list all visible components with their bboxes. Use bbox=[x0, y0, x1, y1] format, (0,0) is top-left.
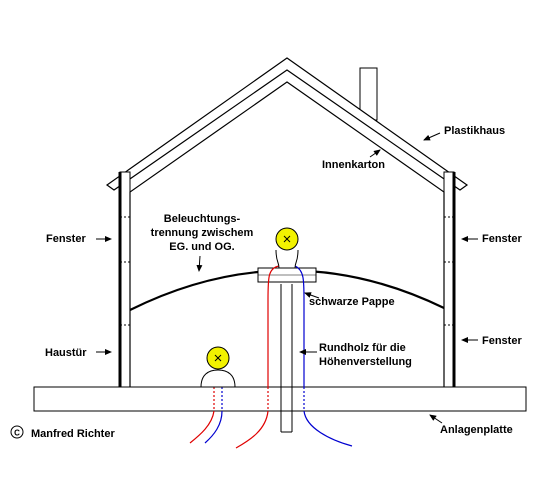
label-plastikhaus: Plastikhaus bbox=[444, 125, 505, 137]
label-schwarze-pappe: schwarze Pappe bbox=[309, 296, 395, 308]
arrow-icon bbox=[304, 292, 320, 299]
label-fenster-right-top: Fenster bbox=[482, 233, 522, 245]
window-markers bbox=[120, 216, 454, 326]
arrows bbox=[96, 132, 478, 424]
arrow-icon bbox=[423, 132, 441, 141]
label-fenster-left: Fenster bbox=[46, 233, 86, 245]
wooden-rod bbox=[280, 284, 293, 433]
lower-lamp-wires bbox=[189, 387, 223, 444]
label-anlagenplatte: Anlagenplatte bbox=[440, 424, 513, 436]
copyright: C Manfred Richter bbox=[10, 425, 115, 440]
upper-lamp-wires bbox=[235, 265, 353, 449]
label-beleuchtung-2: trennung zwischem bbox=[151, 227, 254, 239]
copyright-symbol: C bbox=[14, 429, 20, 438]
plastic-house-outline bbox=[105, 57, 469, 388]
base-plate bbox=[33, 386, 527, 412]
label-author: Manfred Richter bbox=[31, 428, 115, 440]
arrow-icon bbox=[429, 414, 443, 424]
label-haustuer: Haustür bbox=[45, 347, 87, 359]
label-rundholz-1: Rundholz für die bbox=[319, 342, 406, 354]
arrow-icon bbox=[369, 149, 381, 158]
copyright-icon bbox=[10, 425, 24, 439]
label-innenkarton: Innenkarton bbox=[322, 159, 385, 171]
upper-light-bulb-icon bbox=[275, 227, 299, 269]
label-fenster-right-bottom: Fenster bbox=[482, 335, 522, 347]
arrow-icon bbox=[196, 255, 203, 272]
label-beleuchtung-1: Beleuchtungs- bbox=[164, 213, 241, 225]
lower-light-bulb-icon bbox=[200, 346, 236, 388]
label-rundholz-2: Höhenverstellung bbox=[319, 356, 412, 368]
inner-cardboard bbox=[129, 81, 445, 387]
label-beleuchtung-3: EG. und OG. bbox=[169, 241, 234, 253]
